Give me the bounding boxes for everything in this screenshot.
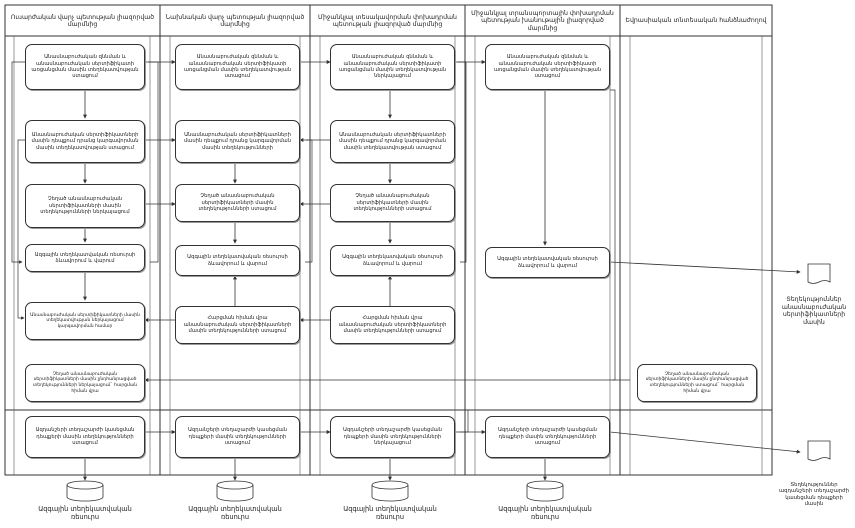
process-box[interactable]: Անասնաբուժական սերտիֆիկատների մասին դեպք… (175, 120, 300, 163)
database-label: Ազգային տեղեկատվական ռեսուրս (498, 505, 592, 522)
database-icons (66, 480, 564, 502)
process-box[interactable]: Չեղած անասնաբուժական սերտիֆիկատների մասի… (175, 184, 300, 222)
process-box[interactable]: Անասնաբուժական սերտիֆիկատների մասին դեպք… (25, 120, 145, 163)
process-box[interactable]: Անասնաբուժական զննման և անասնաբուժական ս… (175, 44, 300, 90)
process-box[interactable]: Ազգային տեղեկատվական ռեսուրսի ձևավորում … (25, 244, 145, 272)
process-box[interactable]: Ազգային տեղեկատվական ռեսուրսի ձևավորում … (330, 245, 455, 276)
process-box[interactable]: Չեղած անասնաբուժական սերտիֆիկատների մասի… (25, 184, 145, 228)
process-box[interactable]: Չեղած անասնաբուժական սերտիֆիկատների մասի… (637, 364, 757, 402)
lane-subdivisions (13, 36, 763, 475)
process-box[interactable]: Չեղած անասնաբուժական սերտիֆիկատների մասի… (330, 184, 455, 222)
process-box[interactable]: Հարցման հիման վրա անասնաբուժական սերտիֆի… (175, 306, 300, 344)
database-icon (216, 480, 254, 502)
process-box[interactable]: Չեղած անասնաբուժական սերտիֆիկատների մասի… (25, 364, 145, 402)
process-box[interactable]: Ազդանշերի տեղաշարժի կասեցման դեպքերի մաս… (330, 416, 455, 458)
database-icon (66, 480, 104, 502)
document-icon (807, 440, 831, 461)
lane-header-3: Միջանկյալ տեսակավորման փոխադրման պետությ… (318, 13, 457, 29)
process-box[interactable]: Ազգային տեղեկատվական ռեսուրսի ձևավորում … (175, 245, 300, 276)
process-box[interactable]: Անասնաբուժական զննման և անասնաբուժական ս… (25, 44, 145, 90)
loop-lines (11, 61, 616, 433)
process-box[interactable]: Անասնաբուժական զննման և անասնաբուժական ս… (485, 44, 610, 90)
database-icon (371, 480, 409, 502)
process-box[interactable]: Անասնաբուժական սերտիֆիկատների մասին դեպք… (330, 120, 455, 163)
database-label: Ազգային տեղեկատվական ռեսուրս (38, 505, 132, 522)
process-box[interactable]: Ազդանշերի տեղաշարժի կասեցման դեպքերի մաս… (175, 416, 300, 458)
database-icon (526, 480, 564, 502)
process-box[interactable]: Անասնաբուժական զննման և անասնաբուժական ս… (330, 44, 455, 90)
output-document-label: Տեղեկություններ անասնաբուժական սերտիֆիկա… (781, 296, 847, 326)
lane-header-1: Ուսարժական վարչ պետության լիազորված մարմ… (10, 13, 155, 29)
process-box[interactable]: Ազգային տեղեկատվական ռեսուրսի ձևավորում … (485, 247, 610, 278)
database-label: Ազգային տեղեկատվական ռեսուրս (343, 505, 437, 522)
lane-frame (4, 4, 773, 476)
flow-arrows (83, 90, 547, 481)
lane-header-4: Միջանկյալ տրանսպորտային փոխադրման պետութ… (471, 9, 614, 32)
output-document-label: Տեղեկություններ ազդանշերի տեղաշարժի կասե… (779, 482, 849, 508)
process-box[interactable]: Ազդանշերի տեղաշարժի կասեցման դեպքերի մաս… (25, 416, 145, 458)
process-box[interactable]: Ազդանշերի տեղաշարժի կասեցման դեպքերի մաս… (485, 416, 610, 458)
cross-lane-arrows (144, 60, 801, 454)
document-icons (807, 263, 831, 461)
database-label: Ազգային տեղեկատվական ռեսուրս (188, 505, 282, 522)
process-box[interactable]: Անասնաբուժական սերտիֆիկատների մասին տեղե… (25, 302, 145, 340)
document-icon (807, 263, 831, 284)
lane-header-2: Նախնական վարչ պետության լիազորված մարմնի… (165, 13, 305, 29)
lane-header-5: Եվրասիական տնտեսական հանձնաժողով (625, 17, 767, 25)
process-box[interactable]: Հարցման հիման վրա անասնաբուժական սերտիֆի… (330, 306, 455, 344)
